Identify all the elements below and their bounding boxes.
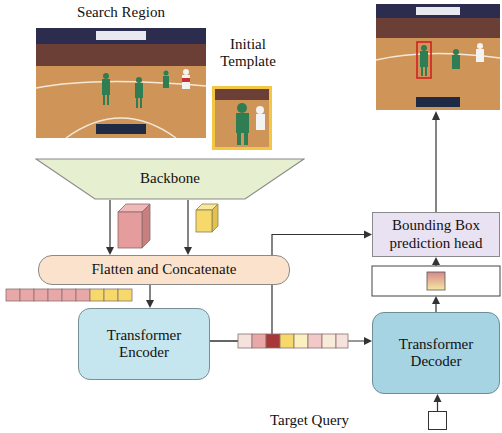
query-label: Target Query — [270, 412, 349, 429]
image-region: Search Region — [36, 4, 206, 138]
arrow-connector — [146, 285, 154, 308]
template-region: Initial Template — [206, 36, 290, 150]
arrowhead — [434, 394, 442, 402]
arrowhead — [432, 296, 440, 304]
connector-line — [109, 200, 110, 249]
arrow-connector — [106, 200, 114, 255]
box-label: Transformer Decoder — [379, 336, 493, 371]
arrowhead — [106, 247, 114, 255]
token-strip — [6, 289, 132, 301]
backbone-trapezoid: Backbone — [35, 158, 305, 200]
box-label: Bounding Box prediction head — [379, 217, 493, 252]
query-token — [428, 411, 447, 430]
encoder-box: Transformer Encoder — [78, 308, 210, 380]
arrowhead — [146, 300, 154, 308]
output-arrow — [432, 111, 440, 212]
arrowhead — [184, 247, 192, 255]
arrow-connector — [210, 231, 372, 342]
connector-line — [187, 200, 188, 249]
template-feature-map — [196, 204, 218, 232]
arrowhead — [364, 337, 372, 345]
arrow-connector — [184, 200, 192, 255]
search-region-image — [36, 28, 206, 138]
box-label: Flatten and Concatenate — [92, 261, 237, 278]
image-title: Initial Template — [213, 36, 283, 71]
box-label: Backbone — [140, 170, 200, 187]
arrowhead — [364, 231, 372, 239]
arrow-connector — [434, 394, 442, 411]
template-image — [212, 86, 272, 150]
arrowhead — [432, 257, 440, 265]
query-node: Target Query — [270, 409, 450, 433]
decoder-output-box — [372, 266, 500, 296]
box-label: Transformer Encoder — [85, 327, 203, 362]
output-image — [376, 4, 500, 110]
process-box: Flatten and Concatenate — [38, 255, 290, 285]
connector-line — [149, 285, 150, 302]
head-box: Bounding Box prediction head — [372, 212, 500, 257]
decoder-box: Transformer Decoder — [372, 312, 500, 394]
image-title: Search Region — [77, 4, 165, 21]
encoder-output-strip — [238, 334, 348, 348]
connector-line — [210, 235, 366, 342]
search-feature-map — [118, 204, 150, 248]
